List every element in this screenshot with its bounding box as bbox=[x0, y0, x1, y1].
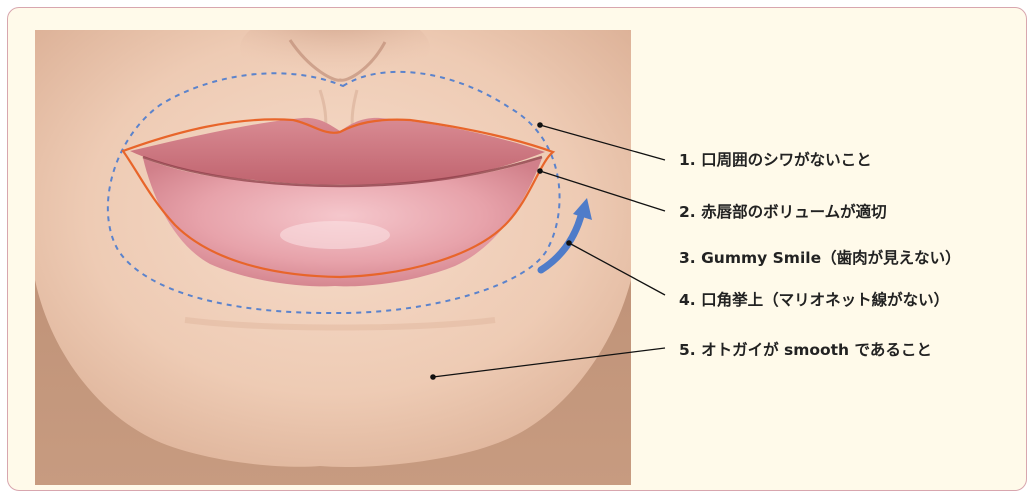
annotation-label-5: 5. オトガイが smooth であること bbox=[679, 341, 932, 359]
lift-arrow bbox=[541, 212, 582, 270]
pointer-dot-5 bbox=[430, 374, 436, 380]
pointer-dot-1 bbox=[537, 122, 543, 128]
lift-arrowhead bbox=[573, 198, 592, 220]
pointer-dot-4 bbox=[566, 240, 572, 246]
annotation-label-2: 2. 赤唇部のボリュームが適切 bbox=[679, 203, 887, 221]
lip-outline bbox=[123, 119, 553, 277]
annotation-label-1: 1. 口周囲のシワがないこと bbox=[679, 151, 872, 169]
annotation-label-4: 4. 口角挙上（マリオネット線がない） bbox=[679, 291, 949, 309]
annotation-label-3: 3. Gummy Smile（歯肉が見えない） bbox=[679, 249, 961, 267]
pointer-dot-2 bbox=[537, 168, 543, 174]
